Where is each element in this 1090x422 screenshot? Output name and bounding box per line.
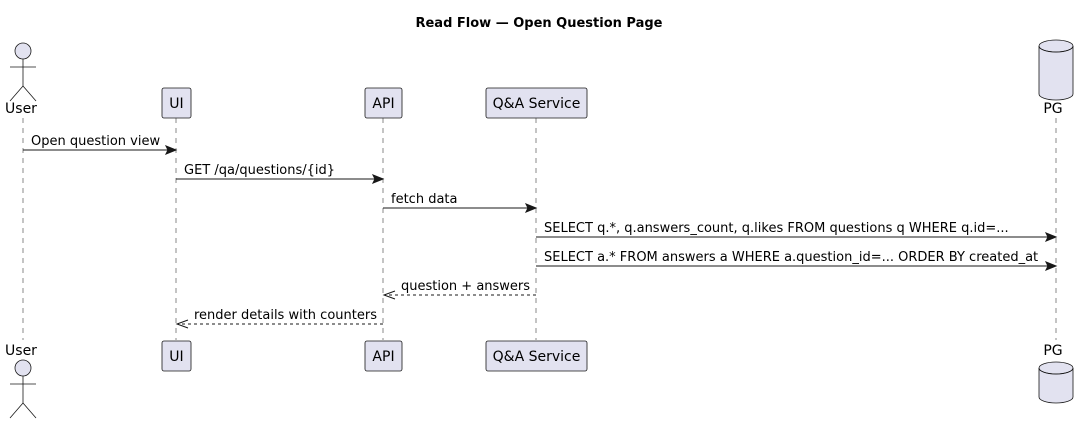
- message-7: render details with counters: [175, 308, 383, 329]
- message-label: fetch data: [391, 192, 457, 207]
- message-6: question + answers: [382, 279, 536, 300]
- participant-label-ui: UI: [169, 349, 183, 365]
- participant-label-api: API: [372, 349, 394, 365]
- arrowhead-icon: [175, 319, 189, 329]
- arrowhead-icon: [164, 145, 178, 155]
- message-label: question + answers: [401, 279, 530, 294]
- participant-label-qa-service: Q&A Service: [493, 349, 581, 365]
- message-1: Open question view: [23, 134, 178, 155]
- database-icon: [1038, 46, 1074, 101]
- message-2: GET /qa/questions/{id}: [176, 163, 385, 184]
- arrowhead-icon: [1044, 261, 1058, 271]
- participant-api-top: API: [364, 87, 403, 119]
- participant-label-qa-service: Q&A Service: [493, 96, 581, 112]
- participant-qa-service-top: Q&A Service: [485, 87, 588, 119]
- message-label: SELECT a.* FROM answers a WHERE a.questi…: [544, 250, 1038, 265]
- message-label: SELECT q.*, q.answers_count, q.likes FRO…: [544, 221, 1009, 236]
- message-3: fetch data: [383, 192, 538, 213]
- participant-ui-top: UI: [161, 87, 192, 119]
- participant-pg-bottom: PG: [1038, 343, 1074, 404]
- arrowhead-icon: [371, 174, 385, 184]
- arrowhead-icon: [1044, 232, 1058, 242]
- diagram-title: Read Flow — Open Question Page: [415, 16, 662, 31]
- actor-head-icon: [14, 359, 32, 377]
- message-4: SELECT q.*, q.answers_count, q.likes FRO…: [536, 221, 1058, 242]
- participant-pg-top: PG: [1038, 39, 1074, 117]
- message-label: Open question view: [31, 134, 160, 149]
- message-label: render details with counters: [194, 308, 377, 323]
- message-label: GET /qa/questions/{id}: [184, 163, 335, 178]
- message-5: SELECT a.* FROM answers a WHERE a.questi…: [536, 250, 1058, 271]
- participant-qa-service-bottom: Q&A Service: [485, 340, 588, 372]
- arrowhead-icon: [382, 290, 396, 300]
- arrowhead-icon: [524, 203, 538, 213]
- participant-label-pg: PG: [1043, 101, 1062, 117]
- participant-label-api: API: [372, 96, 394, 112]
- participant-label-user: User: [5, 343, 37, 359]
- participant-label-pg: PG: [1043, 343, 1062, 359]
- database-icon: [1038, 368, 1074, 404]
- actor-user-bottom: User: [5, 343, 37, 419]
- participant-label-user: User: [5, 101, 37, 117]
- actor-user-top: User: [5, 42, 37, 117]
- actor-head-icon: [14, 42, 32, 60]
- participant-label-ui: UI: [169, 96, 183, 112]
- participant-api-bottom: API: [364, 340, 403, 372]
- participant-ui-bottom: UI: [161, 340, 192, 372]
